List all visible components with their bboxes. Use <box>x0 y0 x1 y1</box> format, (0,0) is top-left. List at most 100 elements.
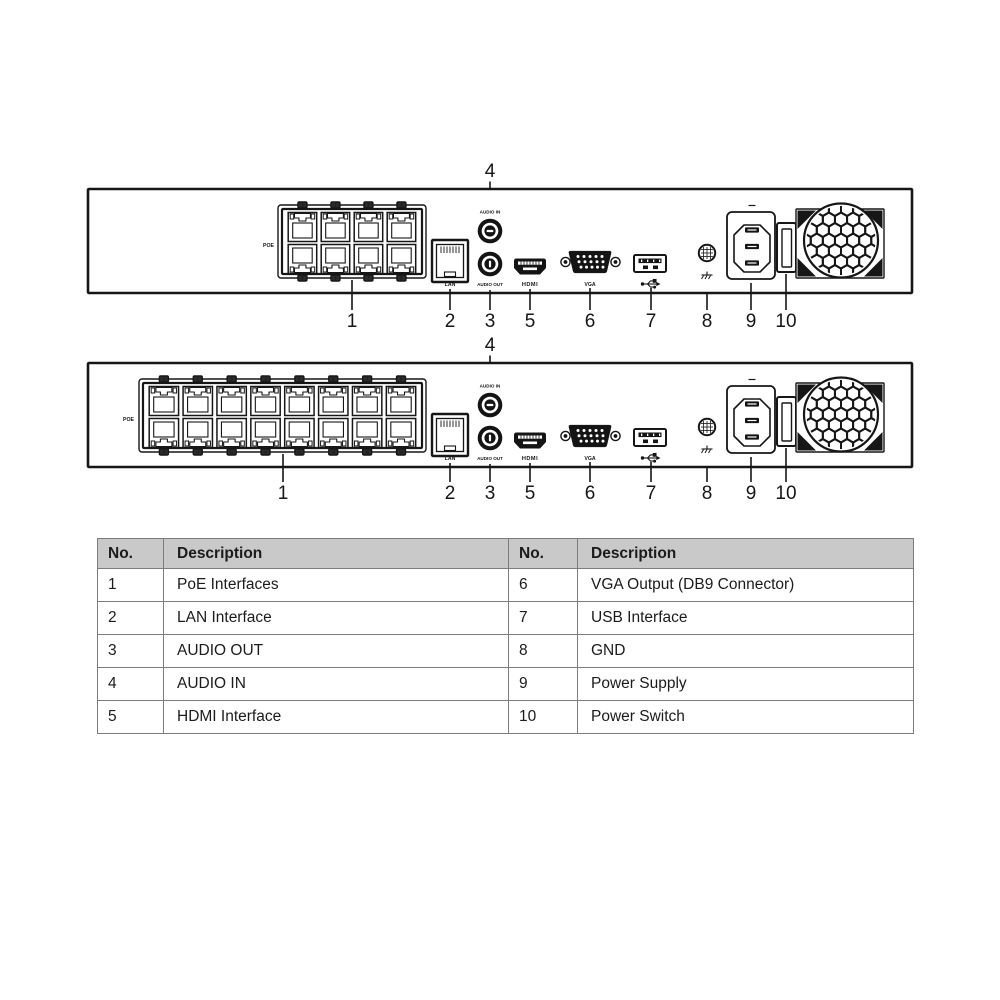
cell-no: 4 <box>97 667 164 701</box>
callout-number: 6 <box>585 483 596 504</box>
usb-contact <box>647 259 649 262</box>
port-clip <box>189 438 207 448</box>
audio-in-label: AUDIO IN <box>480 384 501 389</box>
usb-port <box>633 254 667 273</box>
port-opening <box>356 396 378 413</box>
port-opening <box>322 396 345 413</box>
port-opening <box>153 421 175 438</box>
port-corner <box>409 213 415 220</box>
port-number-tag <box>226 448 237 456</box>
callout-number: 10 <box>775 483 796 504</box>
callout-number: 1 <box>347 311 358 332</box>
port-clip <box>359 212 377 222</box>
vga-pin <box>600 429 604 432</box>
audio-out-label: AUDIO OUT <box>477 456 503 461</box>
port-corner <box>387 440 393 447</box>
poe-block-outer <box>277 204 427 279</box>
port-opening <box>390 396 412 413</box>
port-number-tag <box>361 448 373 456</box>
vga-pin <box>577 434 581 438</box>
port-number: 2 <box>334 203 337 208</box>
cell-description: GND <box>577 634 914 668</box>
port-number: 9 <box>163 450 166 455</box>
vga-pin <box>595 260 599 264</box>
port-corner <box>274 387 279 394</box>
vga-screw-dot <box>613 260 618 264</box>
hdmi-port <box>514 258 546 275</box>
vga-screw-dot <box>563 434 568 438</box>
port-corner <box>240 387 245 394</box>
port-number-tag <box>158 448 170 456</box>
port-opening <box>153 396 175 413</box>
usb-pin <box>653 439 658 444</box>
vga-pin <box>590 439 594 443</box>
port-clip <box>256 386 275 396</box>
lan-notch <box>443 445 457 452</box>
fan-bracket-corner <box>864 258 883 277</box>
port-number: 10 <box>196 451 200 455</box>
inlet-blade-slot <box>747 262 757 264</box>
cell-no: 1 <box>97 568 164 602</box>
port-number-tag <box>330 201 341 209</box>
port-corner <box>343 213 349 220</box>
lan-notch <box>443 271 457 278</box>
port-corner <box>206 387 211 394</box>
fan-hex-cell <box>870 406 876 423</box>
usb-contact <box>653 433 655 436</box>
vga-pin <box>579 439 583 443</box>
port-number-tag <box>297 201 308 209</box>
port-corner <box>320 440 325 447</box>
fan-bracket-corner <box>797 432 816 451</box>
inlet-blade-slot <box>747 229 757 231</box>
hdmi-label: HDMI <box>522 456 538 462</box>
port-number-tag <box>158 375 170 383</box>
vga-pin <box>576 255 580 258</box>
vga-pin <box>596 439 599 443</box>
jack-slot <box>488 260 492 268</box>
port-corner <box>322 266 328 273</box>
port-opening <box>254 421 277 438</box>
port-clip <box>359 264 377 274</box>
fan-bracket-corner <box>864 432 883 451</box>
port-number: 16 <box>399 451 403 455</box>
port-corner <box>274 440 279 447</box>
vga-pin <box>601 434 605 438</box>
port-corner <box>308 440 313 447</box>
port-clip <box>324 386 342 396</box>
callout-number: 4 <box>485 335 496 356</box>
port-number: 14 <box>331 451 335 455</box>
callout-number: 8 <box>702 311 713 332</box>
port-corner <box>310 266 316 273</box>
vga-pin <box>579 265 583 269</box>
port-corner <box>286 440 291 447</box>
port-opening <box>391 222 412 239</box>
port-corner <box>240 440 245 447</box>
port-corner <box>150 387 156 394</box>
usb-pin <box>653 265 658 270</box>
port-corner <box>184 387 190 394</box>
port-number: 4 <box>400 203 403 208</box>
port-opening <box>322 421 345 438</box>
port-corner <box>218 440 223 447</box>
jack-slot <box>486 403 494 407</box>
port-number-tag <box>328 375 339 383</box>
port-number: 5 <box>298 377 301 382</box>
vga-label: VGA <box>584 282 595 288</box>
callout-number: 3 <box>485 483 496 504</box>
fan-bracket-corner <box>797 384 816 403</box>
port-clip <box>293 212 311 222</box>
header-no: No. <box>508 538 578 569</box>
fan-grille-icon <box>806 380 876 449</box>
port-corner <box>341 440 347 447</box>
port-corner <box>388 213 394 220</box>
jack-slot <box>486 229 494 233</box>
port-corner <box>353 440 359 447</box>
usb-icon-branch <box>647 283 653 288</box>
inlet-blade-slot <box>747 245 757 248</box>
port-number: 6 <box>334 276 337 281</box>
usb-icon-branch <box>647 454 654 459</box>
port-corner <box>355 266 361 273</box>
vga-pin <box>600 255 604 258</box>
